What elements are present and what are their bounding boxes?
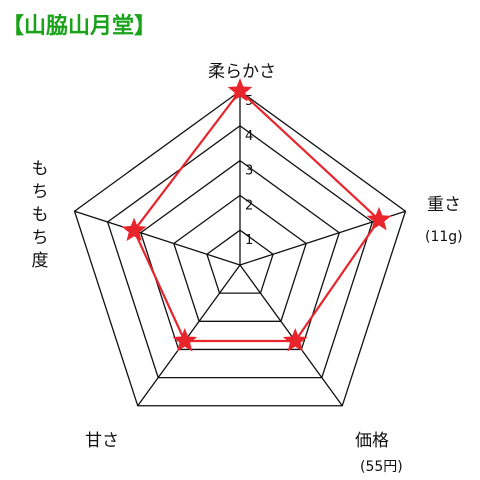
tick-label-5: 5 [245,94,253,109]
data-point-star-2 [282,328,308,352]
spoke-2 [239,264,343,407]
axis-label-price: 価格 [355,431,389,451]
grid-ring-2 [173,194,307,322]
data-point-star-1 [366,206,392,231]
tick-label-1: 1 [245,233,253,248]
axis-label-sweetness: 甘さ [85,431,119,451]
tick-label-4: 4 [245,129,253,144]
axis-label-mochimochi-char: 度 [32,251,49,271]
radar-series [121,78,392,352]
axis-label-mochimochi-char: ち [32,182,49,202]
grid-ring-3 [139,159,341,351]
series-line [132,89,381,343]
radar-grid [73,90,407,407]
axis-label-softness: 柔らかさ [208,62,276,82]
axis-sublabel-weight: (11g) [425,229,463,245]
chart-title: 【山脇山月堂】 [2,13,156,39]
grid-ring-1 [206,229,274,294]
tick-label-3: 3 [245,164,253,179]
data-point-star-4 [121,217,147,242]
axis-label-mochimochi-char: ち [32,228,49,248]
axis-label-mochimochi-char: も [32,159,49,179]
radar-spokes [74,91,406,407]
axis-sublabel-price: (55円) [360,459,403,475]
spoke-3 [137,264,241,407]
axis-label-mochimochi-char: も [32,205,49,225]
spoke-4 [74,210,241,266]
radar-ticks: 1 2 3 4 5 [245,94,253,248]
grid-ring-4 [106,124,374,379]
data-point-star-3 [172,328,198,352]
tick-label-2: 2 [245,198,253,213]
data-point-star-0 [227,78,253,102]
grid-ring-5 [73,90,407,407]
axis-label-weight: 重さ [427,195,461,215]
